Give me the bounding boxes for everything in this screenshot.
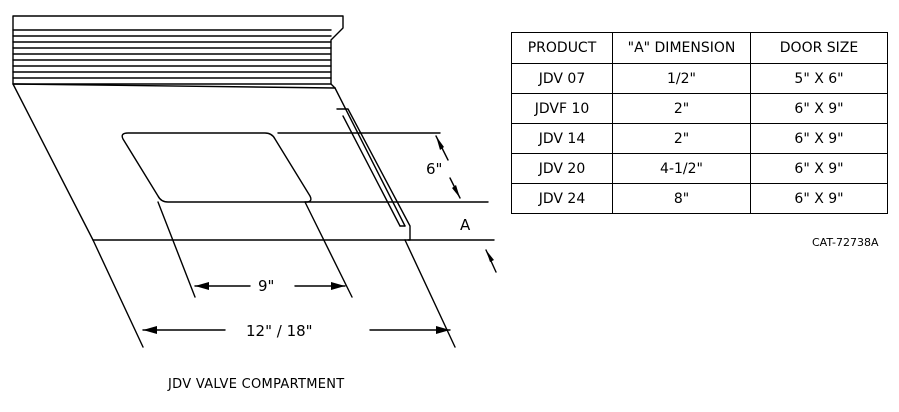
a-dimension-cell: 2" (612, 93, 751, 124)
compartment-panel (12, 83, 411, 241)
product-dimension-table: PRODUCT "A" DIMENSION DOOR SIZE JDV 07 1… (511, 32, 888, 214)
drawing-caption: JDV VALVE COMPARTMENT (168, 377, 345, 392)
door-size-cell: 5" X 6" (750, 63, 888, 94)
door-height-dimension (277, 132, 489, 203)
door-size-cell: 6" X 9" (750, 183, 888, 214)
door-size-cell: 6" X 9" (750, 123, 888, 154)
a-dimension-cell: 4-1/2" (612, 153, 751, 184)
top-rail (12, 15, 344, 89)
door-height-label: 6" (426, 160, 442, 178)
product-cell: JDV 14 (511, 123, 613, 154)
a-dimension-cell: 2" (612, 123, 751, 154)
a-dimension-cell: 1/2" (612, 63, 751, 94)
column-header-product: PRODUCT (511, 32, 613, 64)
a-dimension-label: A (460, 216, 471, 234)
catalog-number: CAT-72738A (812, 236, 879, 249)
table-header-row: PRODUCT "A" DIMENSION DOOR SIZE (511, 32, 888, 64)
overall-width-dimension (92, 239, 456, 348)
table-row: JDVF 10 2" 6" X 9" (511, 93, 888, 124)
product-cell: JDV 20 (511, 153, 613, 184)
door-width-dimension (157, 201, 353, 298)
column-header-door-size: DOOR SIZE (750, 32, 888, 64)
door-size-cell: 6" X 9" (750, 153, 888, 184)
table-row: JDV 20 4-1/2" 6" X 9" (511, 153, 888, 184)
door-opening (121, 132, 312, 203)
a-dimension-cell: 8" (612, 183, 751, 214)
product-cell: JDV 24 (511, 183, 613, 214)
product-cell: JDVF 10 (511, 93, 613, 124)
door-size-cell: 6" X 9" (750, 93, 888, 124)
table-row: JDV 14 2" 6" X 9" (511, 123, 888, 154)
column-header-a-dimension: "A" DIMENSION (612, 32, 751, 64)
product-cell: JDV 07 (511, 63, 613, 94)
a-dimension (407, 239, 497, 273)
door-width-label: 9" (258, 277, 274, 295)
table-row: JDV 07 1/2" 5" X 6" (511, 63, 888, 94)
table-row: JDV 24 8" 6" X 9" (511, 183, 888, 214)
overall-width-label: 12" / 18" (246, 322, 313, 340)
